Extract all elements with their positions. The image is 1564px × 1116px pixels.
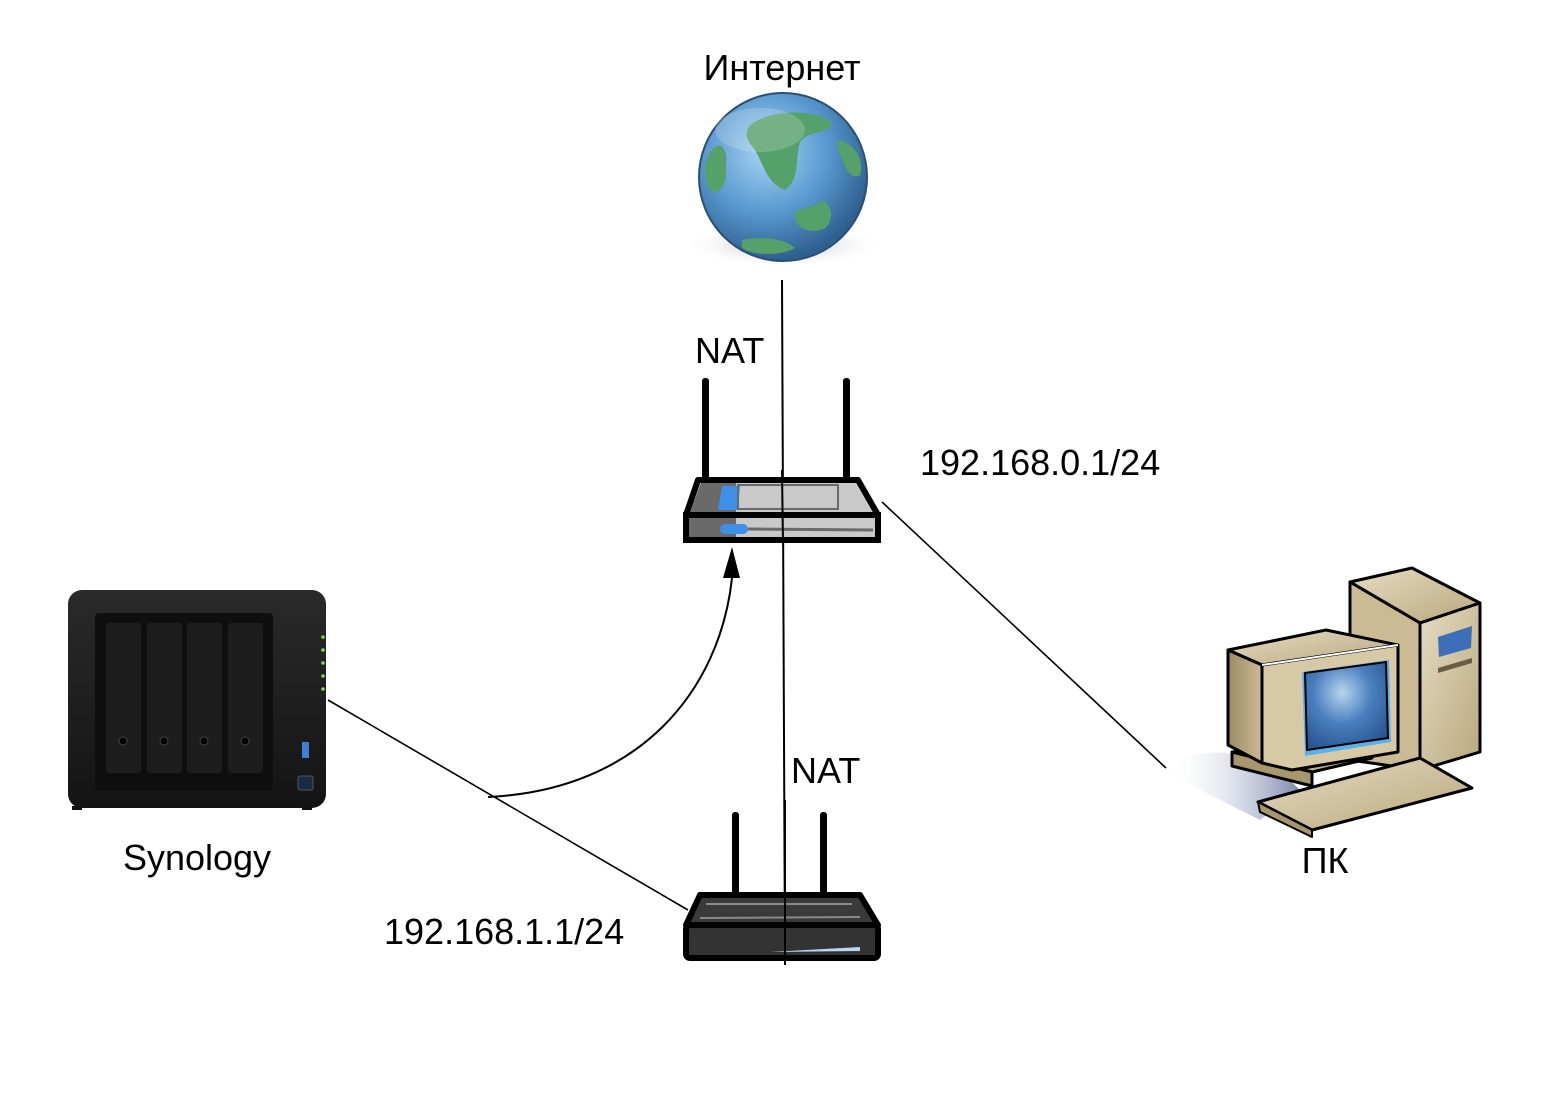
- nas-led-disk4: [321, 687, 325, 691]
- nas-led-disk2: [321, 661, 325, 665]
- internet-label: Интернет: [703, 47, 860, 88]
- nas-to-main-router-arrow: [487, 577, 733, 798]
- internet-link-line-overlay: [781, 469, 784, 546]
- main-router-ip-label: 192.168.0.1/24: [920, 442, 1160, 483]
- router-to-pc-line: [881, 501, 1167, 769]
- globe-icon: [683, 92, 883, 267]
- pc-label: ПК: [1302, 840, 1349, 881]
- nas-led-disk3: [321, 674, 325, 678]
- arrowhead-icon: [723, 547, 740, 578]
- usb-port-icon: [302, 742, 309, 758]
- nas-led-disk1: [321, 648, 325, 652]
- nas-to-router-line: [327, 699, 689, 911]
- main-router-nat-label: NAT: [695, 330, 764, 371]
- nas-label: Synology: [123, 837, 271, 878]
- secondary-router-ip-label: 192.168.1.1/24: [384, 911, 624, 952]
- secondary-router-icon: [683, 812, 881, 961]
- desktop-computer-icon: [1165, 566, 1482, 838]
- nas-icon: [68, 590, 326, 810]
- power-button-icon: [297, 775, 314, 791]
- nas-led-status: [321, 635, 325, 639]
- secondary-router-nat-label: NAT: [791, 750, 860, 791]
